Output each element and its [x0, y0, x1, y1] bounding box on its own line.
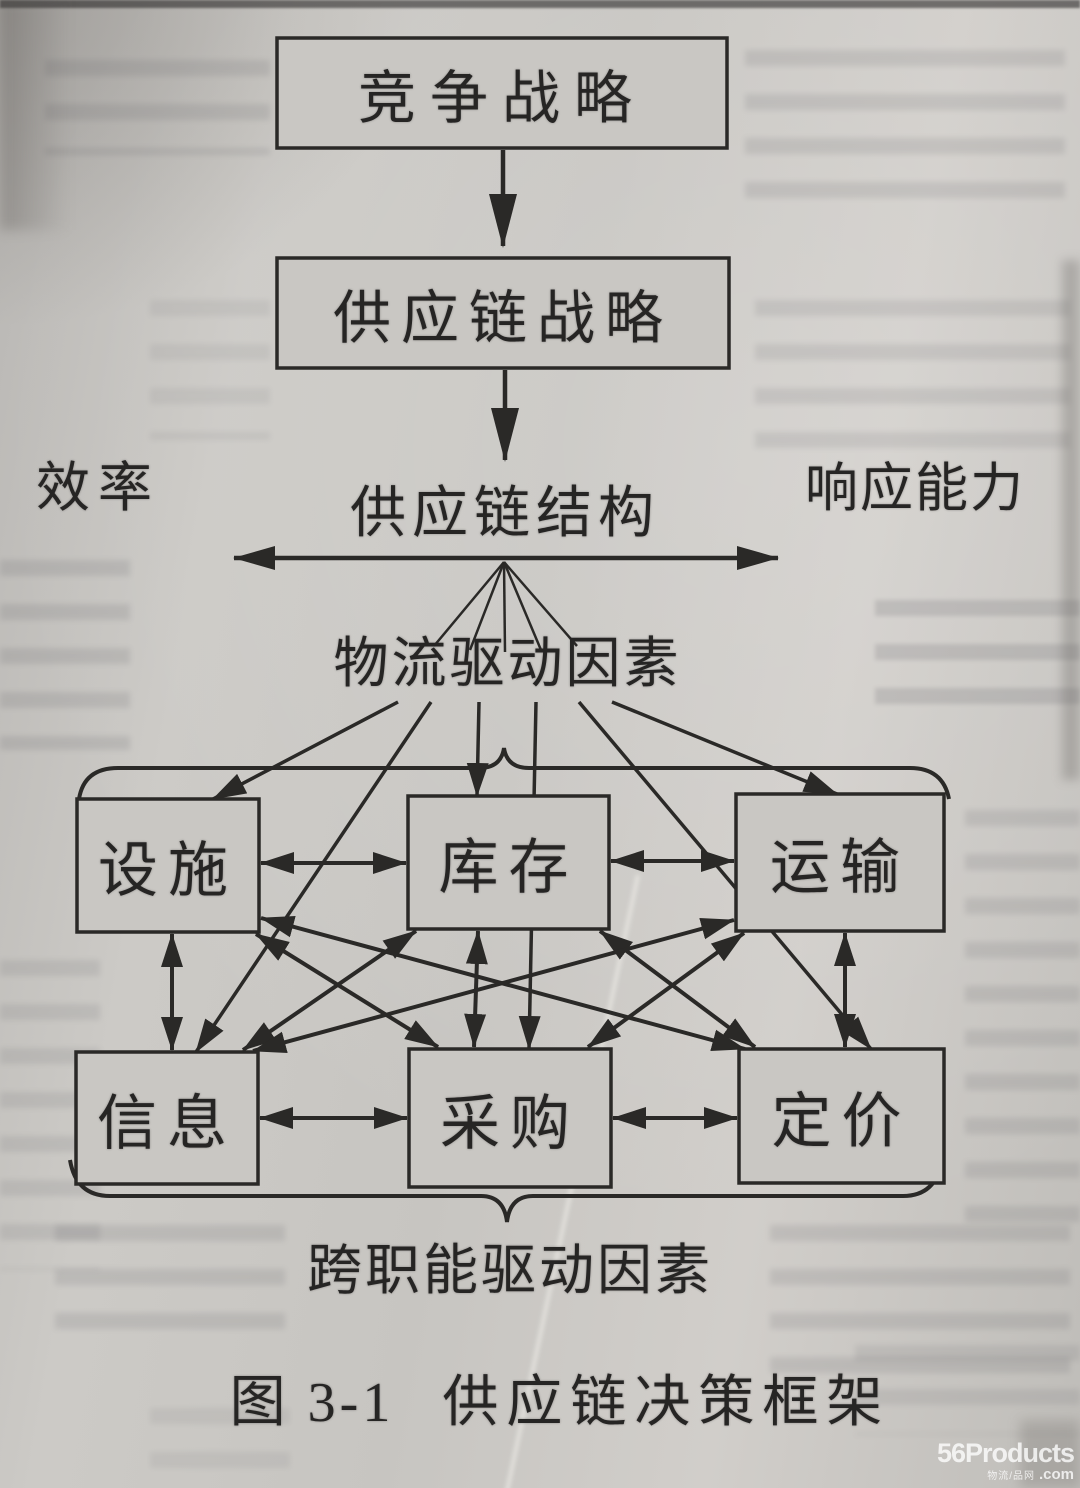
ghost-bleedthrough	[0, 560, 130, 750]
ghost-bleedthrough	[55, 1225, 285, 1345]
bottom-brace	[68, 1159, 944, 1223]
ghost-bleedthrough	[745, 50, 1065, 210]
watermark: 56Products 物流/品网.com	[936, 1437, 1075, 1484]
inventory-box	[406, 794, 611, 931]
figure-caption: 图 3-1 供应链决策框架	[0, 1358, 1080, 1436]
efficiency-label: 效率	[36, 457, 160, 518]
edge-ray-1	[433, 561, 505, 647]
supply-chain-strategy-box	[275, 256, 731, 370]
edge-shadow	[1062, 260, 1080, 780]
corner-shadow	[0, 0, 70, 230]
inventory-label: 库存	[438, 835, 579, 901]
transportation-box	[734, 792, 946, 933]
ghost-bleedthrough	[150, 1408, 290, 1478]
watermark-suffix: .com	[1038, 1466, 1074, 1484]
figure-caption-title: 供应链决策框架	[442, 1371, 891, 1434]
watermark-brand: 56Products	[936, 1437, 1075, 1468]
logistics-drivers-label: 物流驱动因素	[333, 633, 682, 694]
sourcing-label: 采购	[440, 1090, 580, 1157]
sourcing-box	[407, 1047, 613, 1189]
information-box	[74, 1050, 260, 1186]
information-label: 信息	[97, 1090, 237, 1157]
top-brace	[77, 747, 951, 800]
responsiveness-label: 响应能力	[805, 460, 1025, 518]
edge-ray-2	[468, 561, 506, 651]
ghost-bleedthrough	[755, 300, 1070, 470]
competitive-strategy-box	[275, 36, 729, 150]
figure-caption-number: 图 3-1	[229, 1371, 395, 1434]
edge-ray-5	[503, 561, 578, 647]
ghost-bleedthrough	[965, 810, 1080, 1230]
pricing-box	[737, 1047, 946, 1185]
facilities-box	[75, 797, 261, 934]
cross-functional-drivers-label: 跨职能驱动因素	[306, 1240, 713, 1301]
ghost-bleedthrough	[150, 300, 270, 440]
ghost-bleedthrough	[45, 60, 270, 155]
transportation-label: 运输	[770, 835, 910, 901]
watermark-subtext: 物流/品网	[987, 1471, 1035, 1483]
edge-facilities-sourcing	[254, 932, 440, 1049]
edge-drivers-facilities	[212, 700, 399, 801]
edge-drivers-information	[194, 701, 433, 1053]
facilities-label: 设施	[98, 838, 238, 904]
edge-drivers-pricing	[577, 700, 873, 1051]
edge-ray-4	[502, 561, 543, 651]
edge-transportation-sourcing	[586, 931, 746, 1049]
competitive-strategy-label: 竞争战略	[357, 66, 646, 131]
edge-drivers-inventory	[466, 701, 489, 797]
supply-chain-structure-label: 供应链结构	[350, 482, 660, 545]
pricing-label: 定价	[771, 1088, 912, 1155]
edge-ray-3	[502, 561, 507, 653]
supply-chain-strategy-label: 供应链战略	[332, 286, 673, 351]
ghost-bleedthrough	[855, 1345, 1080, 1435]
edge-transportation-information	[252, 918, 735, 1053]
ghost-bleedthrough	[770, 1225, 1070, 1375]
page-top-edge-shadow	[0, 0, 1080, 8]
edge-drivers-transportation	[611, 700, 838, 796]
ghost-bleedthrough	[875, 600, 1080, 715]
corner-shadow	[1020, 1420, 1080, 1488]
